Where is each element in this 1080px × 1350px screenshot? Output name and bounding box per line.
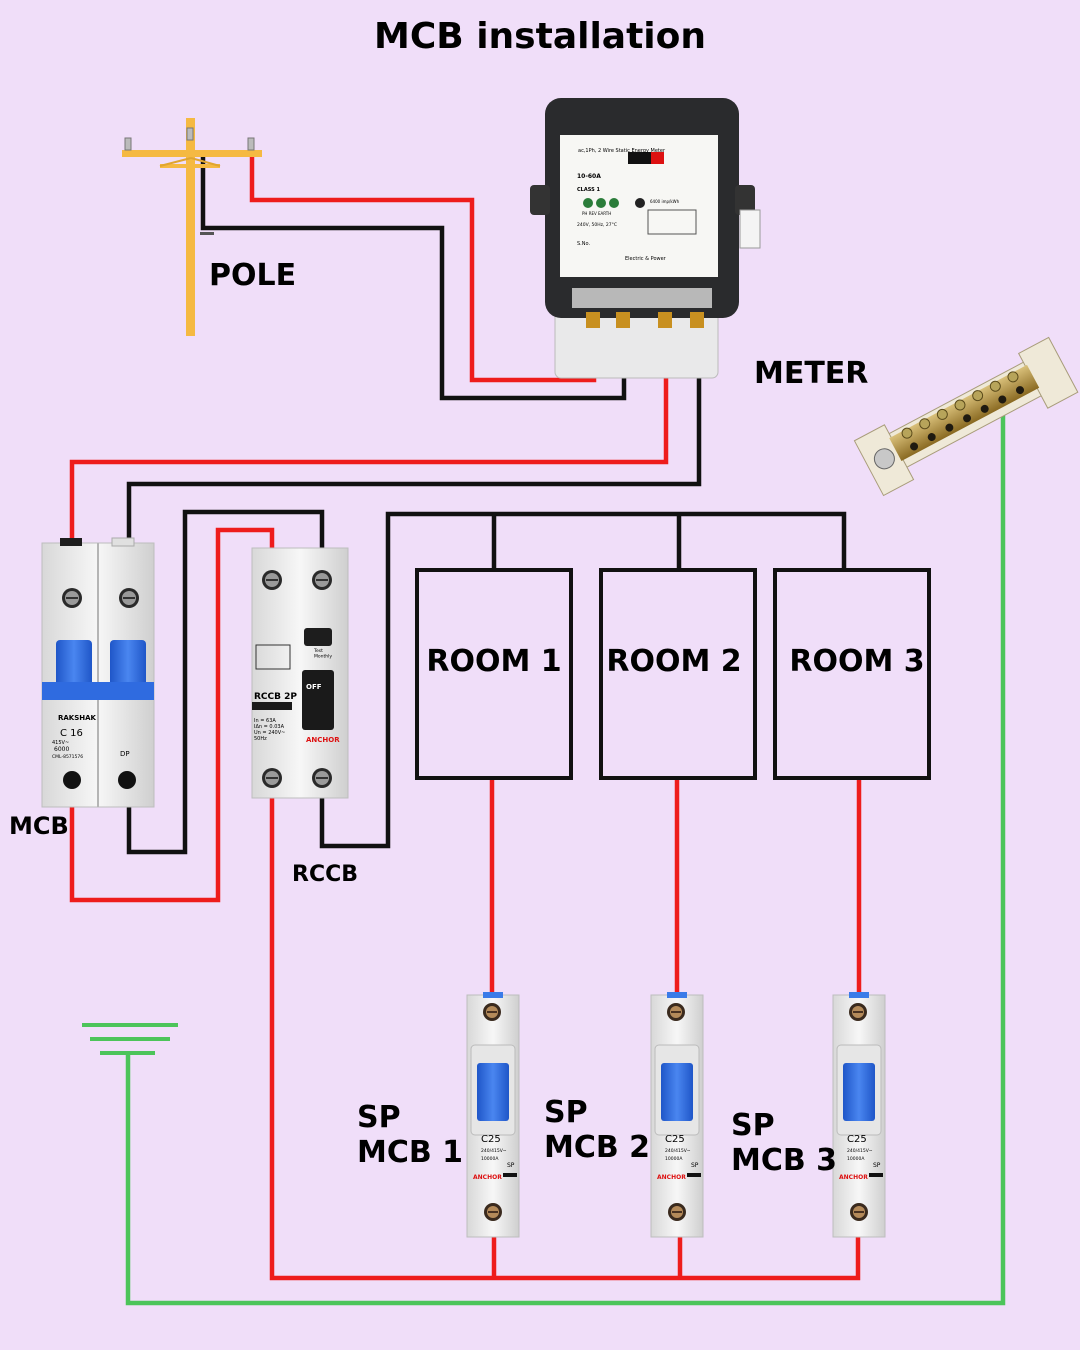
rccb-off-label: OFF bbox=[306, 683, 322, 691]
sp-mcb-3-label: SP MCB 3 bbox=[731, 1108, 838, 1179]
rccb-top-terminal-l bbox=[261, 569, 283, 591]
room-box-2 bbox=[599, 568, 757, 780]
sp-mcb-1-rating: C25 bbox=[481, 1134, 501, 1145]
sp-mcb-2-voltage: 240/415V~ bbox=[665, 1148, 691, 1154]
meter-led-labels: PH REV EARTH bbox=[582, 211, 611, 216]
earth-bus-bar bbox=[853, 336, 1079, 497]
phase-wire-meter-mcb bbox=[69, 328, 669, 598]
room-label-2: ROOM 2 bbox=[606, 644, 742, 679]
phase-wire-pole-meter bbox=[249, 148, 597, 383]
meter-header-text: ac,1Ph, 2 Wire Static Energy Meter bbox=[578, 148, 666, 154]
meter-rating-text: 10-60A bbox=[577, 173, 601, 180]
pole-label: POLE bbox=[209, 258, 297, 293]
dp-mcb-rating: C 16 bbox=[60, 728, 83, 739]
neutral-wire-mcb-rccb bbox=[126, 509, 325, 855]
rccb-label: RCCB bbox=[292, 862, 358, 887]
rccb-top-terminal-n bbox=[311, 569, 333, 591]
dp-mcb-bottom-terminal-l bbox=[63, 771, 81, 789]
sp-mcb-1-label: SP MCB 1 bbox=[357, 1100, 464, 1171]
dp-mcb-type: DP bbox=[120, 750, 130, 758]
mcb-label: MCB bbox=[9, 812, 69, 840]
earth-wire bbox=[125, 382, 1006, 1306]
sp-mcb-3-voltage: 240/415V~ bbox=[847, 1148, 873, 1154]
room-label-3: ROOM 3 bbox=[789, 644, 925, 679]
dp-mcb-icap: 6000 bbox=[54, 746, 69, 753]
meter-brand-text: Electric & Power bbox=[625, 256, 667, 262]
dp-mcb-std: CML-8571576 bbox=[52, 754, 83, 760]
dp-mcb-bottom-terminal-n bbox=[118, 771, 136, 789]
dp-mcb-brand: RAKSHAK bbox=[58, 714, 97, 722]
sp-mcb-3-brand: ANCHOR bbox=[839, 1174, 868, 1181]
neutral-wire-pole-meter bbox=[200, 155, 627, 401]
sp-mcb-3-type: SP bbox=[873, 1162, 881, 1169]
sp-mcb-2-rating: C25 bbox=[665, 1134, 685, 1145]
sp-mcb-1-brand: ANCHOR bbox=[473, 1174, 502, 1181]
meter-label: METER bbox=[754, 356, 869, 391]
sp-mcb-1: C25 240/415V~ 10000A SP ANCHOR bbox=[466, 992, 520, 1238]
sp-mcb-3-icap: 10000A bbox=[847, 1156, 865, 1162]
neutral-wire-rccb-rooms bbox=[319, 511, 847, 849]
sp-mcb-1-voltage: 240/415V~ bbox=[481, 1148, 507, 1154]
dp-mcb-top-terminal-l bbox=[61, 587, 83, 609]
dp-mcb: RAKSHAK C 16 415V~ 6000 CML-8571576 DP bbox=[41, 537, 155, 808]
phase-wire-rccb-spmcb bbox=[269, 778, 861, 1281]
dp-mcb-top-terminal-n bbox=[118, 587, 140, 609]
room-boxes bbox=[415, 568, 931, 780]
meter-class-text: CLASS 1 bbox=[577, 187, 600, 193]
room-label-1: ROOM 1 bbox=[426, 644, 562, 679]
sp-mcb-2: C25 240/415V~ 10000A SP ANCHOR bbox=[650, 992, 704, 1238]
meter-serial-text: S.No. bbox=[577, 241, 590, 247]
rccb-brand: ANCHOR bbox=[306, 736, 340, 744]
rccb-bottom-terminal-n bbox=[311, 767, 333, 789]
rccb-model: RCCB 2P bbox=[254, 692, 297, 702]
rccb-bottom-terminal-l bbox=[261, 767, 283, 789]
energy-meter: ac,1Ph, 2 Wire Static Energy Meter 10-60… bbox=[530, 98, 761, 379]
sp-mcb-2-label: SP MCB 2 bbox=[544, 1095, 651, 1166]
dp-mcb-voltage: 415V~ bbox=[52, 740, 69, 746]
phase-wire-mcb-rccb bbox=[69, 527, 275, 903]
sp-mcb-1-type: SP bbox=[507, 1162, 515, 1169]
meter-imp-text: 6400 imp/kWh bbox=[650, 199, 680, 204]
room-box-3 bbox=[773, 568, 931, 780]
sp-mcb-3: C25 240/415V~ 10000A SP ANCHOR bbox=[832, 992, 886, 1238]
room-box-1 bbox=[415, 568, 573, 780]
sp-mcb-2-icap: 10000A bbox=[665, 1156, 683, 1162]
diagram-title: MCB installation bbox=[374, 16, 706, 57]
sp-mcb-1-icap: 10000A bbox=[481, 1156, 499, 1162]
sp-mcb-3-rating: C25 bbox=[847, 1134, 867, 1145]
earth-symbol bbox=[82, 1023, 178, 1055]
utility-pole-icon bbox=[122, 118, 262, 336]
sp-mcb-2-type: SP bbox=[691, 1162, 699, 1169]
sp-mcb-2-brand: ANCHOR bbox=[657, 1174, 686, 1181]
meter-spec-text: 240V, 50Hz, 27°C bbox=[577, 222, 617, 228]
